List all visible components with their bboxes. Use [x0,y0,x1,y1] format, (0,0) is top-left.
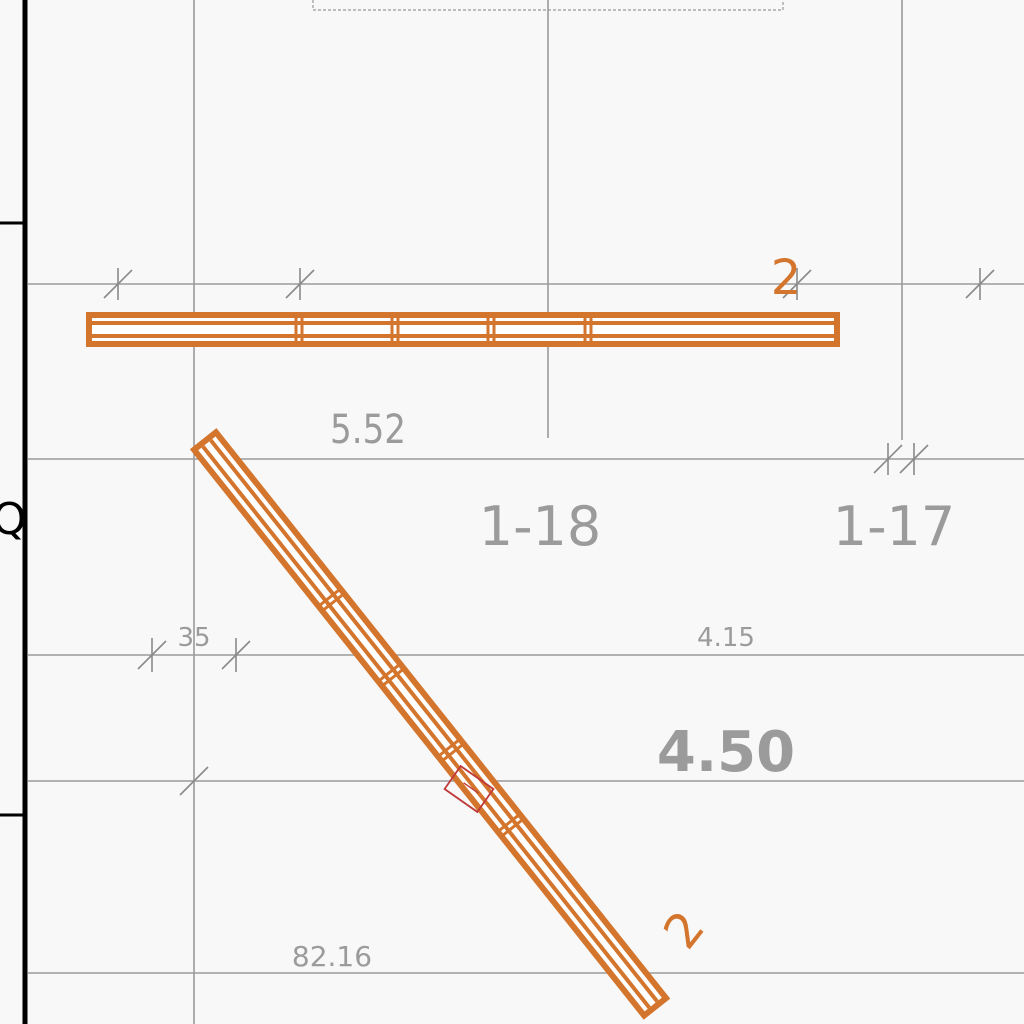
beam-diagonal-joints [319,588,523,837]
beam-connection-marker[interactable] [443,764,495,814]
beam-tag-horizontal: 2 [771,250,802,306]
beam-diagonal-inner-line-bottom [201,445,651,1009]
beam-horizontal-outline [86,312,840,347]
dim-tick [782,268,812,300]
dimension-label-35: 35 [177,623,210,653]
dim-tick [103,268,133,300]
beam-horizontal[interactable] [86,312,840,347]
dimension-label-5-52: 5.52 [330,407,406,453]
dimension-label-4-15: 4.15 [697,623,755,653]
axis-letter-label: Q [0,494,27,545]
dim-tick [179,766,209,796]
dim-tick [899,443,929,475]
dimension-ticks [103,268,995,796]
beam-horizontal-joints [294,318,593,341]
marker-line [463,782,479,794]
dim-tick [137,638,167,672]
level-label-4-50: 4.50 [657,720,795,785]
marker-box [443,764,495,814]
drawing-frame: Q [0,0,28,1024]
room-number-1-18: 1-18 [479,495,602,558]
beam-diagonal-inner-line-top [209,438,659,1003]
dimension-label-82-16: 82.16 [292,940,372,973]
beam-diagonal-outline [189,428,671,1020]
dim-tick [873,443,903,475]
grid-lines [28,0,1024,1024]
dim-tick [285,268,315,300]
dim-tick [965,268,995,300]
room-number-1-17: 1-17 [833,495,956,558]
beam-diagonal[interactable] [189,428,671,1020]
dim-tick [221,638,251,672]
